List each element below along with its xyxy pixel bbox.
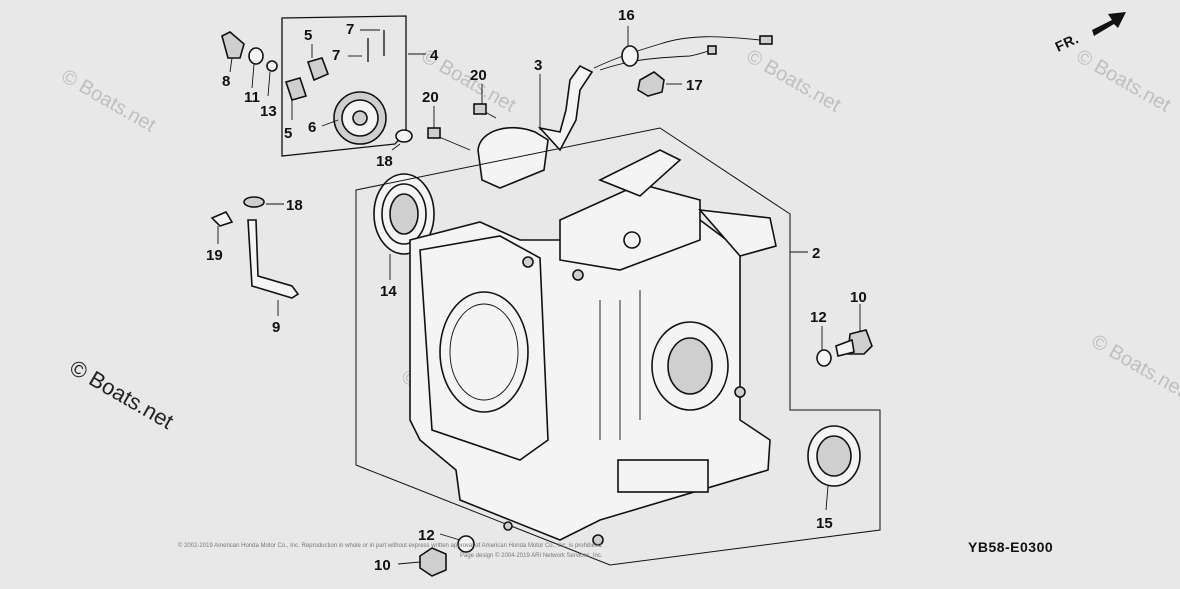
callout-15: 15 [816,515,833,532]
callout-16: 16 [618,7,635,24]
callout-3: 3 [534,57,542,74]
drain-bolt-bottom [419,535,475,577]
cylinder-barrel [409,149,777,546]
callout-18: 18 [286,197,303,214]
crankcase-leader-box [355,127,881,566]
callout-13: 13 [260,103,277,120]
copyright-line-2: Page design © 2004-2019 ARI Network Serv… [460,552,603,559]
governor-shaft-parts [221,31,278,72]
watermark-main: © Boats.net [66,355,178,434]
watermark-text: © Boats.net [58,65,160,137]
drain-bolt-right [816,329,873,367]
callout-9: 9 [272,319,280,336]
oil-seal [807,425,861,487]
grommet [637,71,665,97]
callout-5: 5 [284,125,292,142]
watermark-text: © Boats.net [1073,45,1175,117]
callout-11: 11 [244,89,260,106]
callout-7: 7 [346,21,354,38]
callout-6: 6 [308,119,316,136]
front-label: FR. [1053,30,1082,55]
callout-2: 2 [812,245,820,262]
watermark-text: © Boats.net [1088,330,1180,402]
callout-4: 4 [430,47,439,64]
callout-18: 18 [376,153,393,170]
callout-19: 19 [206,247,223,264]
callout-12: 12 [418,527,435,544]
callout-10: 10 [374,557,391,574]
callout-17: 17 [686,77,703,94]
governor-arm-parts [210,196,300,299]
callout-20: 20 [422,89,439,106]
callout-12: 12 [810,309,827,326]
copyright-line-1: © 2002-2019 American Honda Motor Co., In… [178,542,603,549]
callout-labels: 8 11 13 5 5 6 7 7 4 18 20 20 3 16 17 18 … [206,7,867,574]
callout-20: 20 [470,67,487,84]
callout-5: 5 [304,27,312,44]
governor-assembly [281,15,413,157]
callout-14: 14 [380,283,397,300]
ball-bearing [373,173,435,255]
leader-lines [217,26,861,565]
callout-8: 8 [222,73,230,90]
oil-alert-wire [593,35,773,71]
callout-10: 10 [850,289,867,306]
callout-7: 7 [332,47,340,64]
watermark-text: © Boats.net [743,45,845,117]
front-arrow-icon [1092,12,1126,36]
diagram-code: YB58-E0300 [968,539,1053,555]
